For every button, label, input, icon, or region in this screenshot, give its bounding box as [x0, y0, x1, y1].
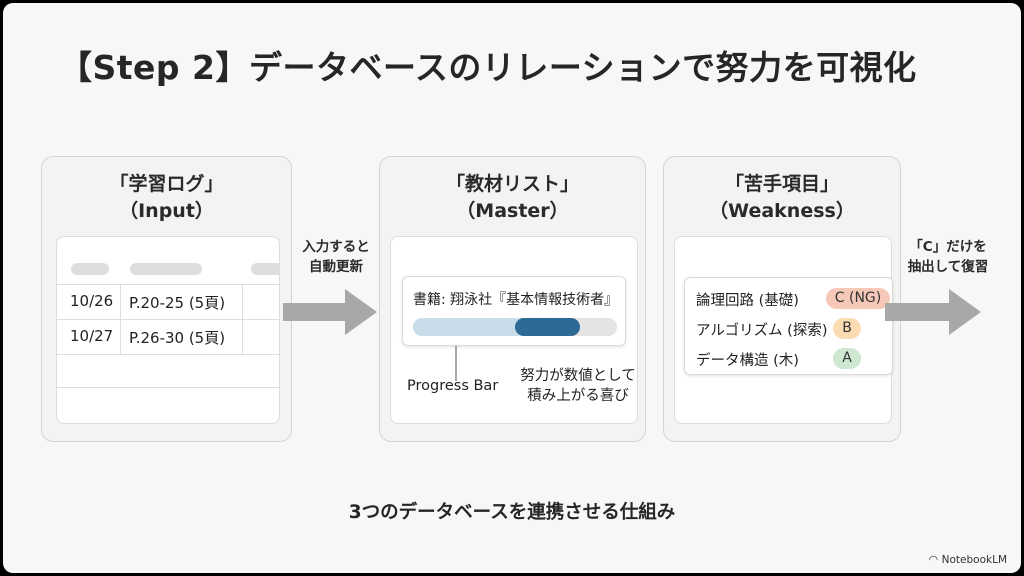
table-divider: [57, 387, 279, 388]
table-divider: [57, 284, 279, 285]
slide: 【Step 2】データベースのリレーションで努力を可視化 「学習ログ」 （Inp…: [3, 3, 1021, 573]
header-placeholder: [130, 263, 202, 275]
table-cell-date: 10/27: [70, 327, 114, 345]
brand-name: NotebookLM: [941, 553, 1007, 566]
material-list-heading-title: 「教材リスト」: [445, 173, 579, 195]
table-cell-date: 10/26: [70, 292, 114, 310]
weakness-heading: 「苦手項目」 （Weakness）: [664, 171, 900, 225]
weakness-item-label: アルゴリズム (探索): [696, 323, 828, 339]
table-divider: [57, 319, 279, 320]
table-cell-pages: P.20-25 (5頁): [129, 294, 226, 312]
slide-caption: 3つのデータベースを連携させる仕組み: [348, 502, 676, 523]
progress-bar-label: Progress Bar: [407, 378, 499, 394]
table-divider: [57, 354, 279, 355]
progress-callout-line: [455, 346, 457, 381]
notebooklm-watermark: ◠ NotebookLM: [929, 553, 1007, 566]
table-column-divider: [120, 284, 121, 354]
header-placeholder: [71, 263, 109, 275]
progress-added-fill: [515, 318, 581, 336]
weakness-panel: 「苦手項目」 （Weakness） 論理回路 (基礎) C (NG) アルゴリズ…: [663, 156, 901, 442]
extract-c-label-line1: 「C」だけを: [909, 239, 987, 255]
extract-c-label-line2: 抽出して復習: [907, 259, 989, 275]
effort-note-line1: 努力が数値として: [520, 368, 636, 384]
weakness-card: 論理回路 (基礎) C (NG) アルゴリズム (探索) B データ構造 (木)…: [684, 277, 893, 375]
weakness-content: 論理回路 (基礎) C (NG) アルゴリズム (探索) B データ構造 (木)…: [674, 236, 893, 424]
weakness-item-label: 論理回路 (基礎): [696, 293, 799, 309]
right-arrow-icon: [283, 289, 377, 335]
progress-base-fill: [413, 318, 525, 336]
notebooklm-logo-icon: ◠: [929, 553, 938, 566]
right-arrow-icon: [885, 289, 981, 335]
learning-log-heading-title: 「学習ログ」: [109, 173, 224, 195]
effort-note: 努力が数値として 積み上がる喜び: [519, 366, 637, 406]
weakness-heading-subtitle: （Weakness）: [709, 200, 855, 222]
material-list-heading: 「教材リスト」 （Master）: [380, 171, 645, 225]
slide-title: 【Step 2】データベースのリレーションで努力を可視化: [59, 48, 917, 87]
weakness-heading-title: 「苦手項目」: [724, 173, 839, 195]
learning-log-heading-subtitle: （Input）: [119, 200, 214, 222]
auto-update-label: 入力すると 自動更新: [293, 237, 379, 277]
book-title: 書籍: 翔泳社『基本情報技術者』: [413, 292, 619, 308]
learning-log-table: 10/26 P.20-25 (5頁) 10/27 P.26-30 (5頁): [56, 236, 280, 424]
grade-badge: C (NG): [826, 288, 890, 309]
material-list-panel: 「教材リスト」 （Master） 書籍: 翔泳社『基本情報技術者』 Progre…: [379, 156, 646, 442]
table-cell-pages: P.26-30 (5頁): [129, 329, 226, 347]
effort-note-line2: 積み上がる喜び: [527, 388, 629, 404]
extract-c-label: 「C」だけを 抽出して復習: [898, 237, 998, 277]
auto-update-label-line1: 入力すると: [302, 239, 370, 255]
table-column-divider: [242, 284, 243, 354]
weakness-item-label: データ構造 (木): [696, 353, 799, 369]
learning-log-heading: 「学習ログ」 （Input）: [42, 171, 291, 225]
grade-badge: A: [833, 348, 861, 369]
learning-log-panel: 「学習ログ」 （Input） 10/26 P.20-25 (5頁) 10/27 …: [41, 156, 292, 442]
auto-update-label-line2: 自動更新: [309, 259, 363, 275]
material-list-heading-subtitle: （Master）: [456, 200, 569, 222]
header-placeholder: [251, 263, 279, 275]
grade-badge: B: [833, 318, 861, 339]
book-card: 書籍: 翔泳社『基本情報技術者』: [402, 276, 626, 346]
material-list-content: 書籍: 翔泳社『基本情報技術者』 Progress Bar 努力が数値として 積…: [390, 236, 638, 424]
